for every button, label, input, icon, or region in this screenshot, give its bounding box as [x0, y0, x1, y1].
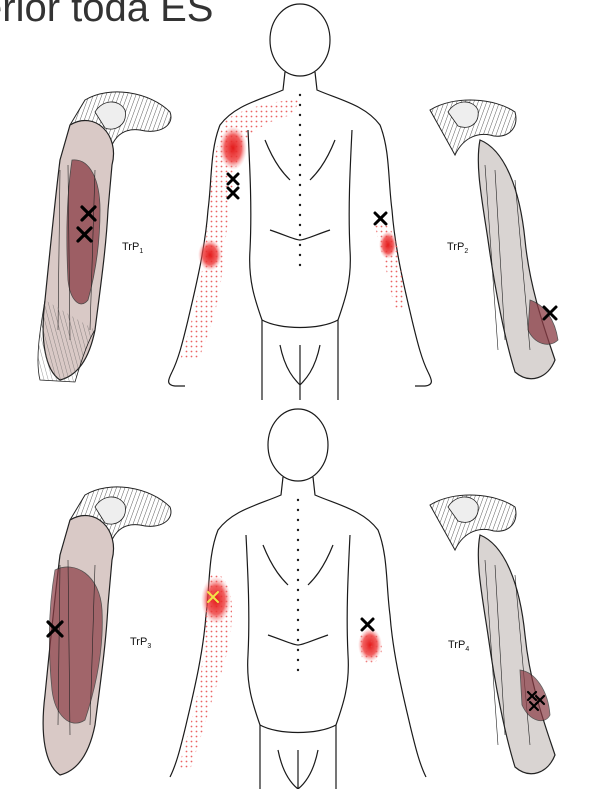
pain-referral-trp3 [178, 574, 232, 770]
panel-label-trp2: TrP2 [447, 241, 468, 255]
pain-referral-trp2 [375, 224, 405, 310]
arm-anatomy-trp4 [430, 495, 555, 774]
body-outline-back-top [169, 4, 432, 400]
arm-anatomy-trp3 [43, 487, 171, 775]
trigger-point-marker-body-trp2 [375, 213, 386, 224]
panel-label-trp3: TrP3 [130, 636, 151, 650]
panel-label-trp4: TrP4 [448, 639, 469, 653]
panel-label-trp1: TrP1 [122, 241, 143, 255]
trigger-point-marker-body-trp4 [362, 619, 373, 630]
pain-referral-trp4 [358, 628, 382, 664]
arm-anatomy-trp1 [38, 92, 171, 382]
arm-anatomy-trp2 [430, 100, 558, 379]
pain-referral-trp1 [180, 100, 300, 360]
